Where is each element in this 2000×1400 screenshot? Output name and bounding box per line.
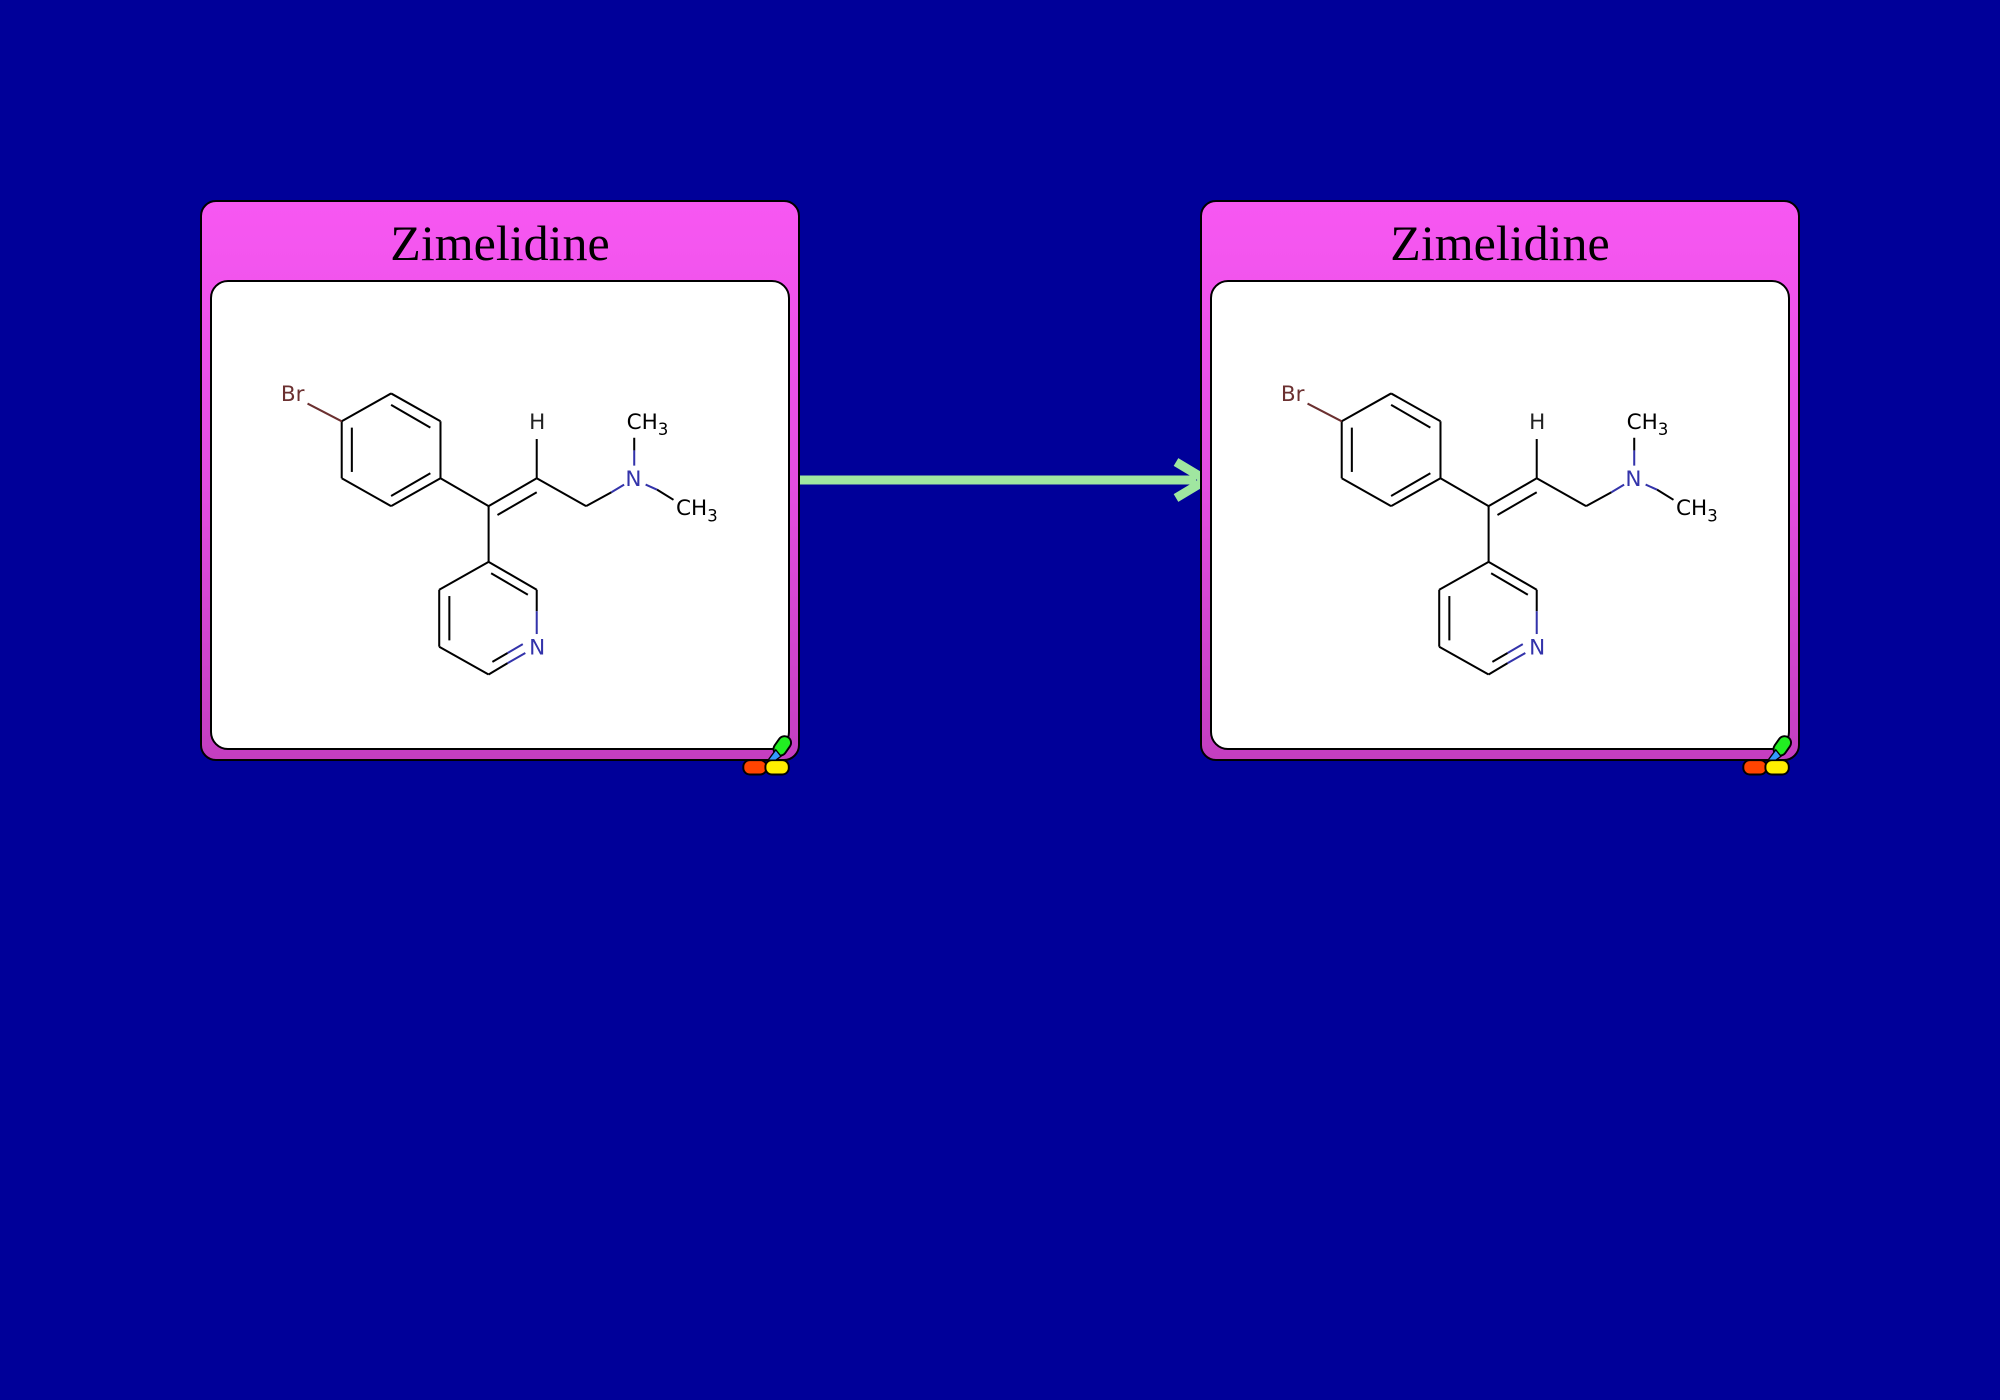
atom-ch3-right: CH3 bbox=[676, 496, 718, 525]
atom-h: H bbox=[1529, 410, 1545, 435]
structure-panel: Br H N CH3 CH3 N bbox=[210, 280, 790, 750]
pill-icon[interactable] bbox=[1742, 732, 1794, 778]
atom-n-amine: N bbox=[625, 467, 641, 492]
atom-h: H bbox=[529, 410, 545, 435]
molecule-title: Zimelidine bbox=[390, 215, 610, 271]
atom-n-pyridine: N bbox=[529, 635, 545, 660]
atom-n-amine: N bbox=[1625, 467, 1641, 492]
zimelidine-structure: Br H N CH3 CH3 N bbox=[1281, 382, 1718, 676]
molecule-title: Zimelidine bbox=[1390, 215, 1610, 271]
atom-br: Br bbox=[1281, 382, 1305, 407]
atom-ch3-right: CH3 bbox=[1676, 496, 1718, 525]
atom-br: Br bbox=[281, 382, 305, 407]
atom-ch3-top: CH3 bbox=[1627, 410, 1669, 439]
pill-icon[interactable] bbox=[742, 732, 794, 778]
molecule-card-target[interactable]: Zimelidine bbox=[1200, 200, 1800, 776]
zimelidine-structure: Br H N CH3 CH3 N bbox=[281, 382, 718, 676]
atom-n-pyridine: N bbox=[1529, 635, 1545, 660]
molecule-card-source[interactable]: Zimelidine bbox=[200, 200, 800, 776]
atom-ch3-top: CH3 bbox=[627, 410, 669, 439]
structure-panel: Br H N CH3 CH3 N bbox=[1210, 280, 1790, 750]
